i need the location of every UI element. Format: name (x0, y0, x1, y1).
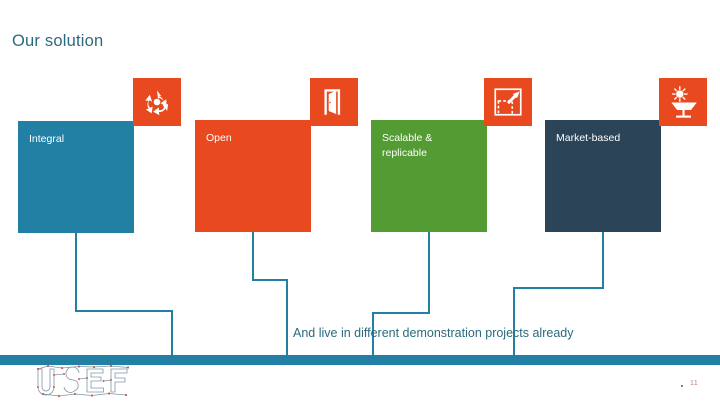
pillar-market[interactable]: Market-based (545, 120, 661, 232)
pillar-scalable[interactable]: Scalable & replicable (371, 120, 487, 232)
bottom-caption: And live in different demonstration proj… (293, 326, 574, 340)
pillar-integral[interactable]: Integral (18, 121, 134, 233)
recycle-icon (133, 78, 181, 126)
pillar-integral-label: Integral (29, 133, 65, 145)
footer-accent-bar (0, 355, 720, 365)
pillar-market-label: Market-based (556, 132, 621, 144)
sun-market-stall-icon (659, 78, 707, 126)
page-title: Our solution (12, 32, 104, 50)
page-number: 11 (690, 380, 699, 387)
pillar-scalable-label: Scalable & replicable (382, 132, 433, 159)
page-marker-dot (681, 385, 683, 387)
open-door-icon (310, 78, 358, 126)
pillar-open[interactable]: Open (195, 120, 311, 232)
pillar-open-label: Open (206, 132, 232, 144)
scale-resize-icon (484, 78, 532, 126)
usef-logo (36, 364, 130, 398)
